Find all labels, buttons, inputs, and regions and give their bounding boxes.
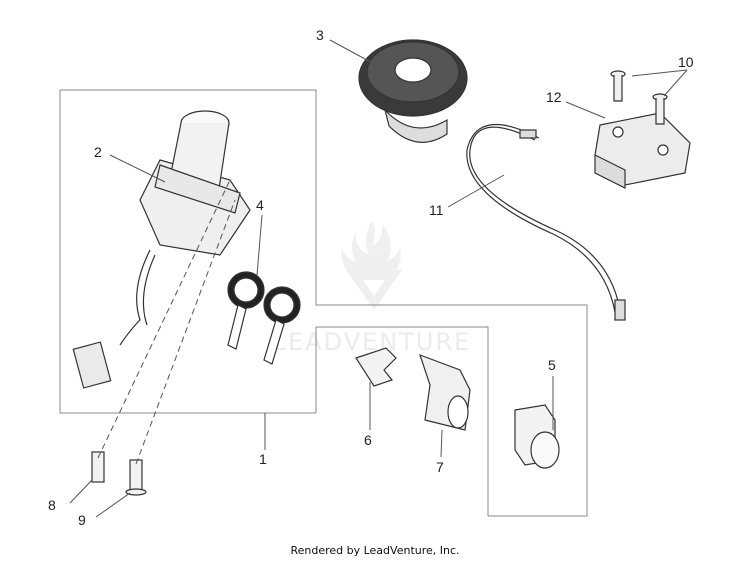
- callout-1: 1: [259, 451, 267, 467]
- callout-4: 4: [256, 197, 264, 213]
- callout-11: 11: [429, 202, 444, 218]
- screws: [610, 70, 668, 125]
- callout-8: 8: [48, 497, 56, 513]
- callout-6: 6: [364, 432, 372, 448]
- watermark-text: LEADVENTURE: [273, 328, 472, 356]
- callout-5: 5: [548, 357, 556, 373]
- footer-credit: Rendered by LeadVenture, Inc.: [290, 544, 460, 557]
- clip: [355, 347, 397, 387]
- callout-3: 3: [316, 27, 324, 43]
- cable: [466, 124, 626, 321]
- bolts: [91, 451, 147, 496]
- assembly-frame: [59, 89, 588, 517]
- callout-7: 7: [436, 459, 444, 475]
- fuel-cap: [358, 39, 468, 143]
- callouts: 3 2 4 10 12 11 5 6 7 1 8 9: [48, 27, 694, 528]
- ignition-switch: [72, 110, 251, 389]
- lock-cylinder: [514, 404, 560, 469]
- leader-lines: [69, 39, 688, 518]
- callout-10: 10: [678, 54, 694, 70]
- lock-mechanism: [594, 112, 691, 189]
- callout-2: 2: [94, 144, 102, 160]
- callout-12: 12: [546, 89, 562, 105]
- bracket: [419, 353, 471, 431]
- callout-9: 9: [78, 512, 86, 528]
- keys: [227, 271, 301, 365]
- watermark: LEADVENTURE: [273, 220, 472, 356]
